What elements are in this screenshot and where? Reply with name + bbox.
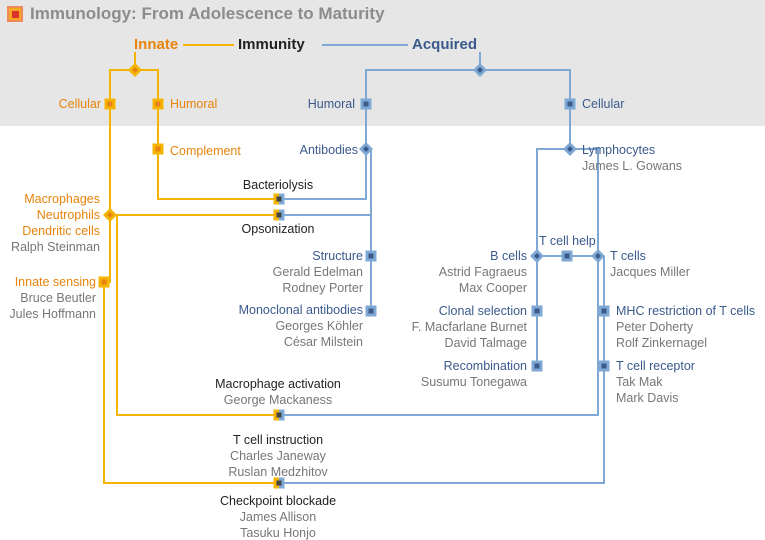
acquired-humoral-node [360,98,372,110]
immunity-label: Immunity [238,36,305,53]
lymphocytes-tcells [279,148,599,416]
tcells-label: T cells Jacques Miller [610,249,690,279]
acquired-split [365,69,571,104]
innate-cells-label: Macrophages Neutrophils Dendritic cells … [11,192,100,254]
lymphocytes-label: Lymphocytes James L. Gowans [582,143,683,173]
structure-label: Structure Gerald Edelman Rodney Porter [272,249,363,295]
lymphocytes-bcells [536,148,570,366]
tcell-help-node [561,250,573,262]
innate-sensing-label: Innate sensing Bruce Beutler Jules Hoffm… [9,275,96,321]
innate-root-node [128,63,142,77]
opsonization-node [273,209,285,221]
innate-cellular-label: Cellular [58,97,101,111]
macrophage-activation-label: Macrophage activation George Mackaness [215,377,341,407]
acquired-humoral-label: Humoral [307,97,355,111]
antibodies-node [359,142,373,156]
page-title: Immunology: From Adolescence to Maturity [30,4,385,23]
lymphocytes-node [563,142,577,156]
bcells-label: B cells Astrid Fagraeus Max Cooper [438,249,527,295]
innate-humoral-node [152,98,164,110]
tcells-node [591,249,605,263]
tcell-receptor-node [598,360,610,372]
tcell-receptor-label: T cell receptor Tak Mak Mark Davis [616,359,695,405]
complement-bacteriolysis [157,149,279,200]
checkpoint-node [273,477,285,489]
innate-humoral-label: Humoral [170,97,218,111]
mhc-restriction-label: MHC restriction of T cells Peter Doherty… [616,304,756,350]
structure-node [365,250,377,262]
macrophage-activation-node [273,409,285,421]
acquired-cellular-label: Cellular [582,97,625,111]
innate-sensing-node [98,276,110,288]
monoclonal-node [365,305,377,317]
mhc-restriction-node [598,305,610,317]
complement-label: Complement [170,144,241,158]
acquired-label: Acquired [412,36,478,53]
antibodies-bacteriolysis [279,149,367,200]
antibodies-label: Antibodies [299,143,358,157]
checkpoint-blockade-label: Checkpoint blockade James Allison Tasuku… [219,494,337,540]
bacteriolysis-label: Bacteriolysis [242,178,314,192]
innate-label: Innate [134,36,179,53]
cells-macrophage-activation [116,215,279,416]
clonal-selection-node [531,305,543,317]
bacteriolysis-node [273,193,285,205]
monoclonal-label: Monoclonal antibodies Georges Köhler Cés… [238,303,363,349]
recombination-node [531,360,543,372]
innate-cellular-node [104,98,116,110]
complement-node [152,143,164,155]
opsonization-label: Opsonization [241,222,315,236]
tcell-instruction-label: T cell instruction Charles Janeway Rusla… [228,433,328,479]
acquired-cellular-node [564,98,576,110]
recombination-label: Recombination Susumu Tonegawa [420,359,527,389]
acquired-root-node [473,63,487,77]
title-square-icon [7,6,23,22]
innate-cells-node [103,208,117,222]
header-band [0,0,765,126]
tcell-help-label: T cell help [539,234,596,248]
clonal-selection-label: Clonal selection F. Macfarlane Burnet Da… [411,304,527,350]
bcells-node [530,249,544,263]
title-bar: Immunology: From Adolescence to Maturity [7,4,385,24]
tcells-to-mhc [279,256,605,484]
